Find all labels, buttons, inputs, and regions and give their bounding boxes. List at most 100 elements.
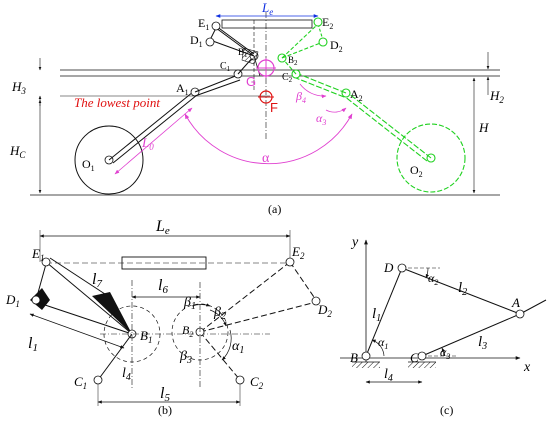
wheel-o2 [396,123,466,193]
label-a1: A1 [176,81,189,97]
label-l1-c: l1 [372,306,381,324]
label-c2: C2 [282,72,293,84]
link-b2-d2-b [199,301,317,333]
label-f: F [270,100,278,115]
arc-alpha3-c [441,347,446,357]
label-alpha3-c: α3 [440,345,450,361]
label-l7-b: l7 [92,271,102,290]
joint-e1 [211,21,221,31]
link-d1-b1-e1 [209,27,255,57]
link-l2-c [401,267,521,315]
label-e1-b: E1 [31,246,44,263]
label-o2: O2 [410,163,423,179]
label-c1: C1 [220,61,231,73]
label-d-c: D [383,260,394,275]
joint-e2-b [285,257,295,267]
label-b2: B2 [288,55,298,67]
joint-c1-b [93,375,103,385]
link-a2-c2 [295,72,347,94]
ground-b-c [352,362,380,368]
panel-a: H3 HC H2 H Le [9,0,504,216]
label-c-c: C [410,350,419,365]
label-b1: B1 [238,47,248,59]
label-y-c: y [350,235,359,250]
link-o2-a2 [347,92,432,159]
label-l4-c: l4 [384,367,393,384]
arc-alpha3 [325,107,347,113]
label-l4-b: l4 [122,366,131,383]
label-h3: H3 [11,79,26,96]
link-e2-d2 [317,23,324,41]
label-a2: A2 [350,87,363,103]
dim-l1-b [29,313,125,349]
ground-c-c [408,362,436,368]
label-l3-c: l3 [478,334,487,352]
caption-c: (c) [440,403,453,417]
label-a-c: A [511,295,520,310]
joint-a-c [515,309,525,319]
label-b2-b: B2 [182,323,193,339]
label-l2-c: l2 [458,280,467,298]
link-a1-c1-b [194,79,241,97]
arc-beta1-b [191,303,211,307]
green-linkage [277,17,466,193]
caption-b: (b) [158,403,172,417]
joint-d1-b [31,295,41,305]
label-beta1-b: β1 [183,295,196,312]
cylinder-a [221,19,313,29]
label-e2: E2 [322,15,333,31]
label-l1-b: l1 [28,335,38,354]
label-d2-b: D2 [317,302,332,319]
link-a1-c1 [194,74,239,93]
joint-d-c [397,263,407,273]
caption-a: (a) [268,202,281,216]
label-l0: L0 [141,135,154,152]
label-alpha2-c: α2 [428,271,438,287]
label-g: G [246,74,256,89]
label-e2-b: E2 [291,244,305,261]
link-l3-c [421,313,521,357]
label-alpha1-b: α1 [232,339,244,356]
label-b1-b: B1 [140,328,152,345]
link-e1-b1-b2 [49,257,109,297]
label-o1: O1 [82,157,95,173]
link-a2-c2-b [295,77,345,98]
panel-b: Le l1 [5,218,332,417]
label-c2-b: C2 [250,374,264,391]
dim-l0 [114,107,193,175]
joint-e1-b [41,257,51,267]
label-d1-b: D1 [5,292,20,309]
label-alpha1-c: α1 [378,335,388,351]
label-beta2-b: β2 [213,305,226,322]
arc-alpha2-c [425,267,430,279]
label-l5-b: l5 [160,385,170,404]
label-beta3-b: β3 [179,349,192,366]
link-e2-d2-b [289,261,317,301]
joint-o2 [426,153,436,163]
label-c1-b: C1 [74,374,87,391]
joint-e2 [313,17,323,27]
label-hc: HC [9,143,26,160]
label-alpha: α [262,151,270,166]
link-b1-c1-b [97,333,133,381]
label-alpha3: α3 [316,111,326,127]
hatch-b1 [241,47,259,65]
label-le-b: Le [155,218,170,237]
link-b2-d2 [281,41,324,59]
label-l6-b: l6 [158,277,168,296]
joint-c-c [417,351,427,361]
label-h: H [478,120,489,135]
link-c2-b2 [281,57,297,75]
joint-b-c [361,351,371,361]
arc-alpha [184,113,353,165]
panel-c: y x l4 D A B C l1 l2 l3 α1 α2 [340,235,547,417]
joint-d2 [318,37,328,47]
arc-alpha1-b [221,329,232,361]
link-o2-a2-b [343,95,428,162]
label-b-c: B [350,350,358,365]
label-d2: D2 [330,38,343,54]
label-h2: H2 [489,88,504,105]
link-e1-b1-b [45,261,133,335]
